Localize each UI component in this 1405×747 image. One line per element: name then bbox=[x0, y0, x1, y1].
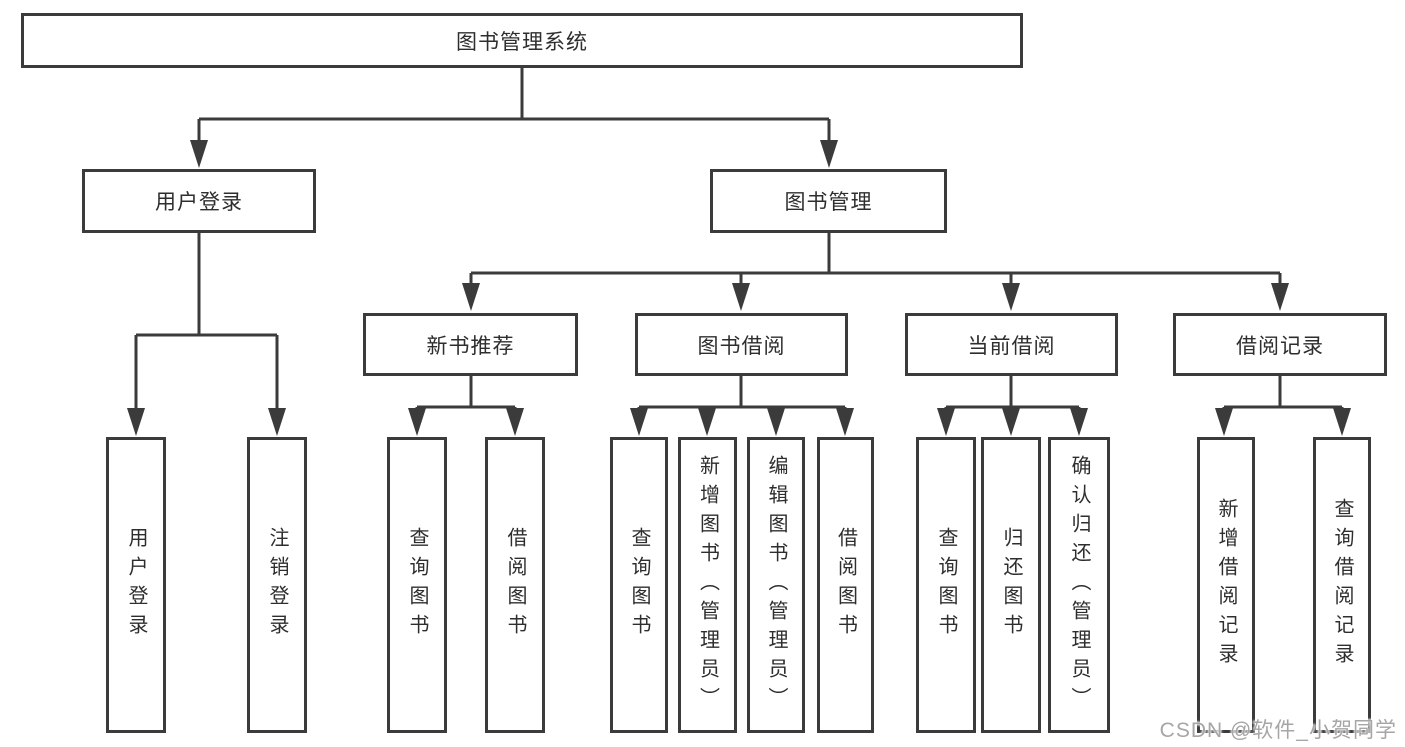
node-borrowing-records: 借阅记录 bbox=[1173, 313, 1387, 376]
node-current-borrowing: 当前借阅 bbox=[905, 313, 1118, 376]
leaf-borrow-books: 借阅图书 bbox=[817, 437, 874, 733]
leaf-label: 确认归还（管理员） bbox=[1068, 454, 1090, 716]
node-label: 图书借阅 bbox=[697, 334, 786, 358]
leaf-label: 用户登录 bbox=[125, 527, 147, 643]
leaf-label: 借阅图书 bbox=[834, 527, 857, 643]
leaf-user-login: 用户登录 bbox=[106, 437, 166, 733]
node-label: 借阅记录 bbox=[1236, 334, 1324, 358]
leaf-return-books: 归还图书 bbox=[981, 437, 1041, 733]
leaf-logout: 注销登录 bbox=[247, 437, 307, 733]
leaf-add-borrow-record: 新增借阅记录 bbox=[1197, 437, 1255, 733]
leaf-edit-book-admin: 编辑图书（管理员） bbox=[747, 437, 805, 733]
node-label: 用户登录 bbox=[155, 191, 243, 214]
leaf-label: 归还图书 bbox=[1000, 527, 1022, 643]
leaf-label: 新增图书（管理员） bbox=[696, 454, 719, 716]
leaf-confirm-return-admin: 确认归还（管理员） bbox=[1048, 437, 1110, 733]
csdn-watermark: CSDN @软件_小贺同学 bbox=[1159, 719, 1397, 742]
leaf-query-borrow-record: 查询借阅记录 bbox=[1313, 437, 1371, 733]
node-label: 新书推荐 bbox=[426, 334, 515, 358]
leaf-label: 查询图书 bbox=[406, 527, 428, 643]
node-label: 当前借阅 bbox=[967, 334, 1056, 358]
leaf-label: 新增借阅记录 bbox=[1215, 498, 1237, 672]
node-book-management: 图书管理 bbox=[710, 169, 947, 233]
leaf-label: 查询借阅记录 bbox=[1331, 498, 1353, 672]
node-user-login: 用户登录 bbox=[82, 169, 316, 233]
leaf-query-books: 查询图书 bbox=[610, 437, 668, 733]
node-library-management-system: 图书管理系统 bbox=[21, 13, 1023, 68]
leaf-label: 借阅图书 bbox=[504, 527, 526, 643]
node-label: 图书管理 bbox=[784, 191, 873, 214]
arrowheads bbox=[127, 140, 1351, 436]
leaf-query-books: 查询图书 bbox=[387, 437, 447, 733]
leaf-query-books: 查询图书 bbox=[916, 437, 976, 733]
node-label: 图书管理系统 bbox=[456, 30, 588, 54]
node-new-book-recommendation: 新书推荐 bbox=[363, 313, 578, 376]
leaf-borrow-books: 借阅图书 bbox=[485, 437, 545, 733]
leaf-label: 查询图书 bbox=[628, 527, 650, 643]
node-book-borrowing: 图书借阅 bbox=[635, 313, 848, 376]
leaf-add-book-admin: 新增图书（管理员） bbox=[678, 437, 737, 733]
leaf-label: 编辑图书（管理员） bbox=[765, 454, 787, 716]
leaf-label: 注销登录 bbox=[266, 527, 288, 643]
leaf-label: 查询图书 bbox=[935, 527, 957, 643]
